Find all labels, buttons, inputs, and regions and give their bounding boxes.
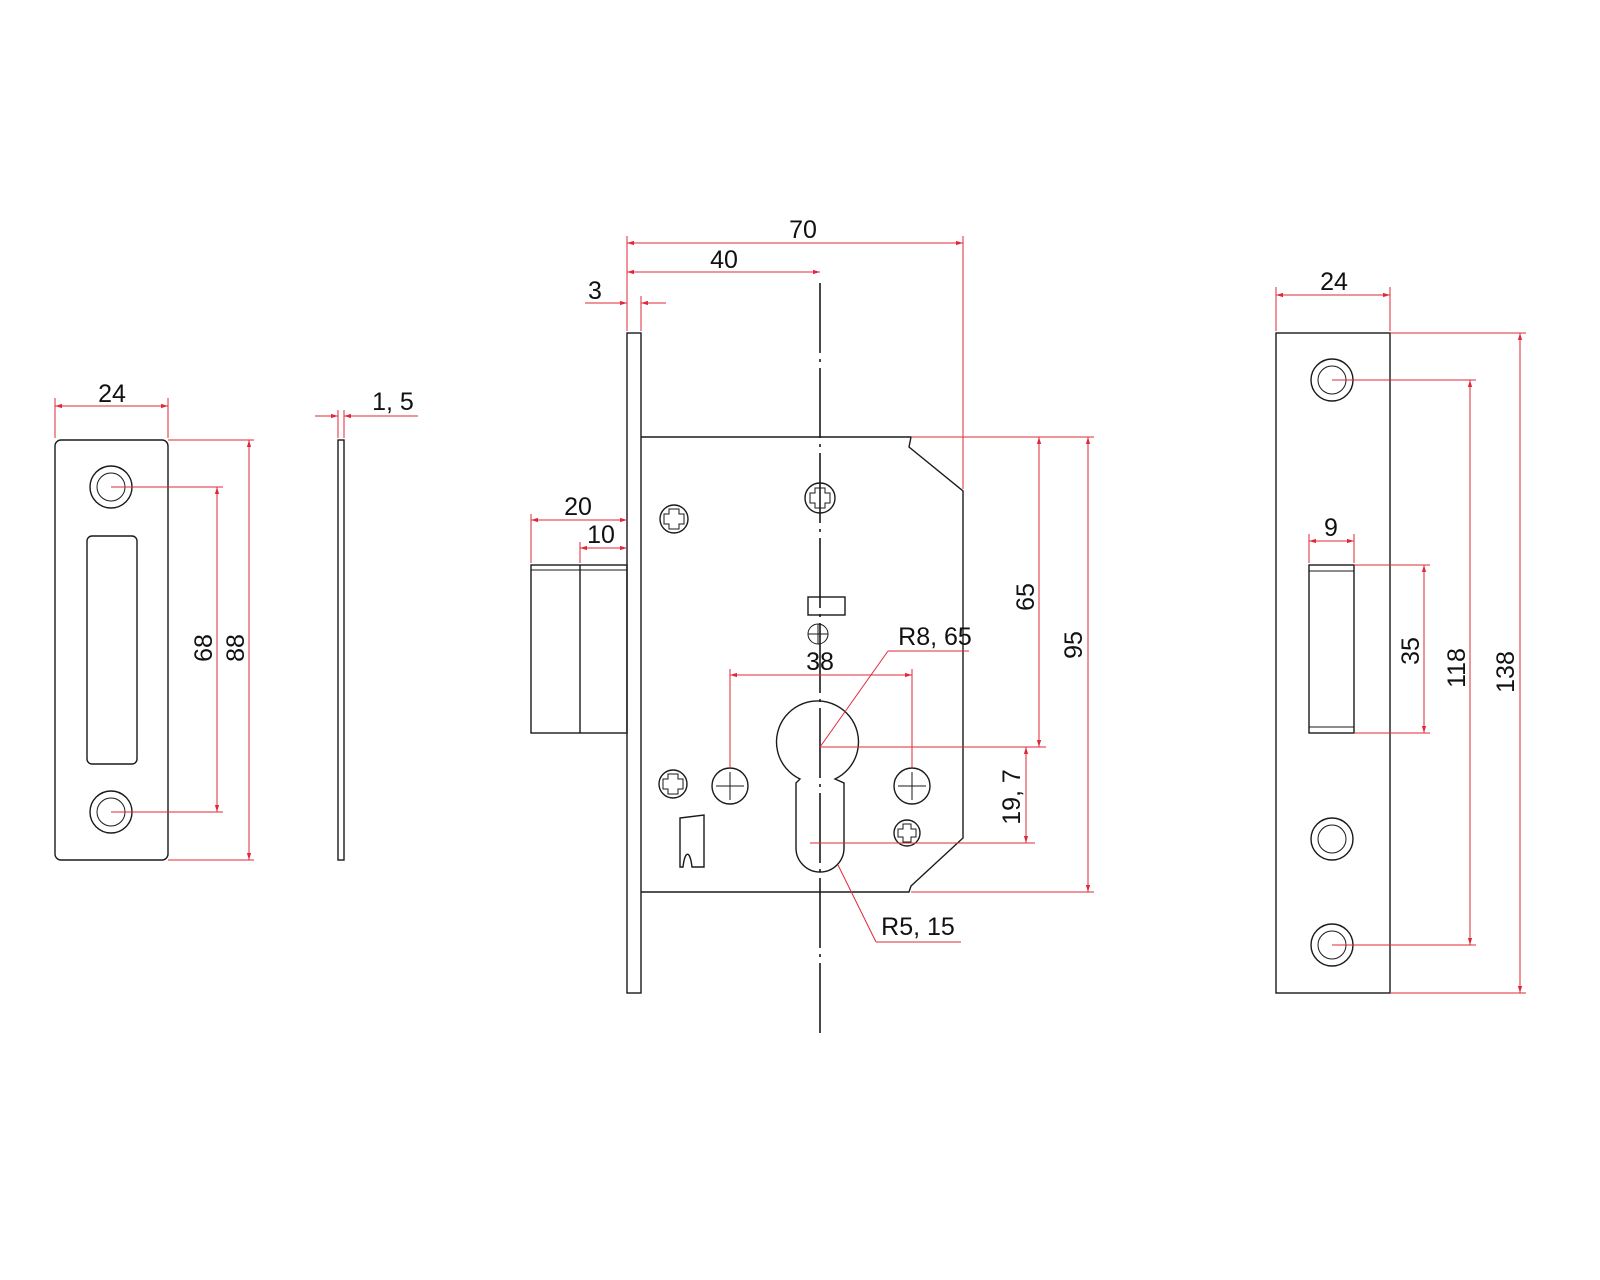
right-bolt-height-label: 35 xyxy=(1397,637,1425,665)
handle-to-cylinder-label: 65 xyxy=(1012,583,1040,611)
screw-lower-left xyxy=(658,769,688,799)
backset-label: 40 xyxy=(710,246,738,274)
mounting-hole-left xyxy=(711,767,749,805)
right-faceplate-height-label: 138 xyxy=(1492,651,1520,693)
case-height-label: 95 xyxy=(1060,631,1088,659)
lock-body xyxy=(530,283,964,1035)
right-bolt-width-label: 9 xyxy=(1324,514,1338,542)
right-faceplate-dimensions xyxy=(1275,287,1526,994)
backset-total-label: 70 xyxy=(789,216,817,244)
cylinder-offset-label: 19, 7 xyxy=(998,769,1026,825)
cylinder-cutout xyxy=(775,700,860,873)
left-strike-width-label: 24 xyxy=(98,380,126,408)
left-strike-plate xyxy=(54,439,169,861)
spindle-slot xyxy=(807,596,846,616)
screw-spacing-label: 38 xyxy=(806,648,834,676)
left-strike-dimensions xyxy=(54,398,254,861)
small-hole xyxy=(807,623,829,645)
right-faceplate-width-label: 24 xyxy=(1320,268,1348,296)
bolt-inner-label: 10 xyxy=(587,521,615,549)
radius-bottom-label: R5, 15 xyxy=(881,913,955,941)
latch-notch xyxy=(679,814,705,868)
side-plate xyxy=(337,439,345,861)
radius-top-label: R8, 65 xyxy=(898,623,972,651)
screw-bottom-right xyxy=(893,819,921,847)
lock-body-dimensions xyxy=(530,236,1094,943)
side-plate-dimensions xyxy=(315,410,418,438)
faceplate-thickness-label: 3 xyxy=(588,277,602,305)
left-strike-height-label: 88 xyxy=(222,634,250,662)
right-faceplate xyxy=(1275,332,1391,994)
right-screw-spacing-label: 118 xyxy=(1443,648,1471,688)
side-plate-thickness-label: 1, 5 xyxy=(372,388,414,416)
mounting-hole-right xyxy=(893,767,931,805)
bolt-throw-label: 20 xyxy=(564,493,592,521)
screw-top xyxy=(804,482,836,514)
left-strike-hole-spacing-label: 68 xyxy=(190,634,218,662)
screw-upper-left xyxy=(659,504,689,534)
